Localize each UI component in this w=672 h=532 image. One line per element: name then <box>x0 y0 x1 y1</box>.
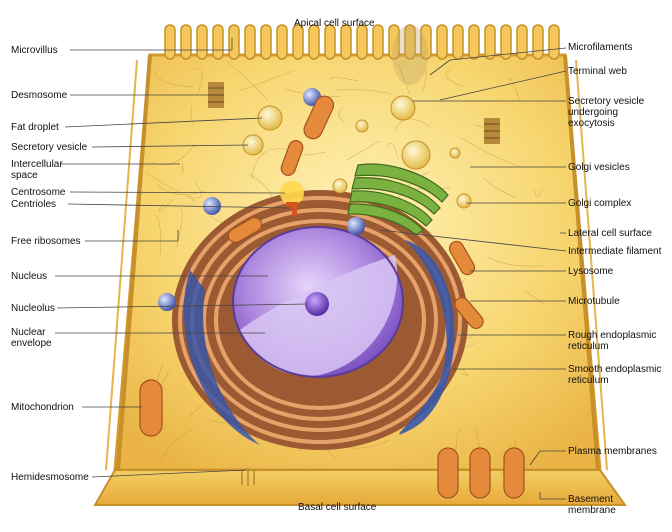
label-nuclear-envelope: Nuclear envelope <box>11 327 52 349</box>
label-microvillus: Microvillus <box>11 45 58 56</box>
desmosome-left <box>208 82 224 108</box>
basal-surface-label: Basal cell surface <box>298 502 376 513</box>
label-centrosome: Centrosome <box>11 187 65 198</box>
nucleolus <box>305 292 329 316</box>
label-intermediate-filament: Intermediate filament <box>568 246 661 257</box>
label-free-ribosomes: Free ribosomes <box>11 236 80 247</box>
label-golgi-vesicles: Golgi vesicles <box>568 162 630 173</box>
label-nucleus: Nucleus <box>11 271 47 282</box>
label-lysosome: Lysosome <box>568 266 613 277</box>
label-terminal-web: Terminal web <box>568 66 627 77</box>
label-golgi-complex: Golgi complex <box>568 198 631 209</box>
label-fat-droplet: Fat droplet <box>11 122 59 133</box>
label-secretory-vesicle-exocytosis: Secretory vesicle undergoing exocytosis <box>568 96 644 129</box>
apical-surface-label: Apical cell surface <box>294 18 375 29</box>
label-mitochondrion: Mitochondrion <box>11 402 74 413</box>
desmosome-right <box>484 118 500 144</box>
label-microtubule: Microtubule <box>568 296 620 307</box>
label-smooth-er: Smooth endoplasmic reticulum <box>568 364 661 386</box>
label-rough-er: Rough endoplasmic reticulum <box>568 330 656 352</box>
label-hemidesmosome: Hemidesmosome <box>11 472 89 483</box>
label-centrioles: Centrioles <box>11 199 56 210</box>
label-nucleolus: Nucleolus <box>11 303 55 314</box>
label-plasma-membranes: Plasma membranes <box>568 446 657 457</box>
label-desmosome: Desmosome <box>11 90 67 101</box>
label-intercellular-space: Intercellular space <box>11 159 63 181</box>
label-lateral-cell-surface: Lateral cell surface <box>568 228 652 239</box>
label-basement-membrane: Basement membrane <box>568 494 616 516</box>
terminal-web-haze <box>392 25 428 85</box>
label-microfilaments: Microfilaments <box>568 42 632 53</box>
label-secretory-vesicle: Secretory vesicle <box>11 142 87 153</box>
